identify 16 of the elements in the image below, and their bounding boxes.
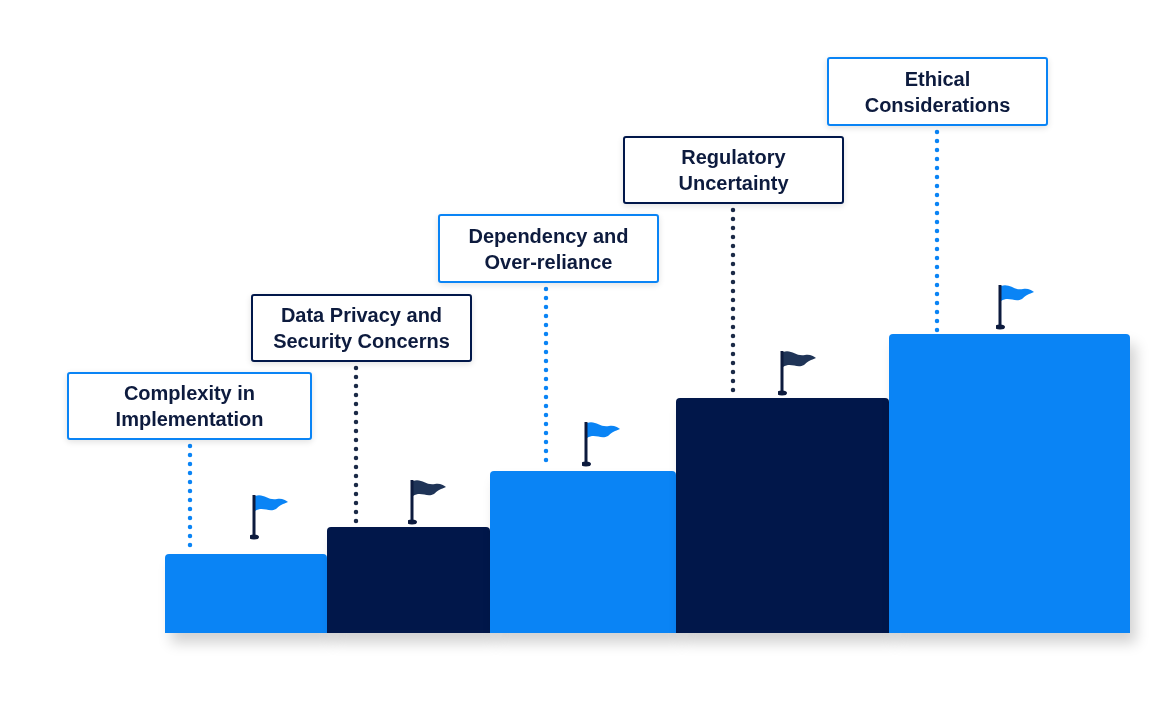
label-text: Ethical Considerations bbox=[864, 67, 1011, 116]
step-block bbox=[676, 398, 889, 633]
label-box bbox=[251, 294, 472, 362]
label-text: Data Privacy and Security Concerns bbox=[273, 304, 450, 352]
label-text: Complexity in Implementation bbox=[115, 382, 264, 430]
step-block bbox=[327, 527, 490, 633]
step-block bbox=[889, 334, 1130, 633]
step-block bbox=[490, 471, 676, 633]
label-box bbox=[827, 57, 1048, 126]
label-box bbox=[438, 214, 659, 283]
label-text: Dependency and Over-reliance bbox=[468, 224, 629, 273]
leader-line bbox=[934, 129, 940, 334]
label-box bbox=[67, 372, 312, 440]
step-block bbox=[165, 554, 327, 633]
label-text: Regulatory Uncertainty bbox=[678, 146, 789, 194]
label-box bbox=[623, 136, 844, 204]
